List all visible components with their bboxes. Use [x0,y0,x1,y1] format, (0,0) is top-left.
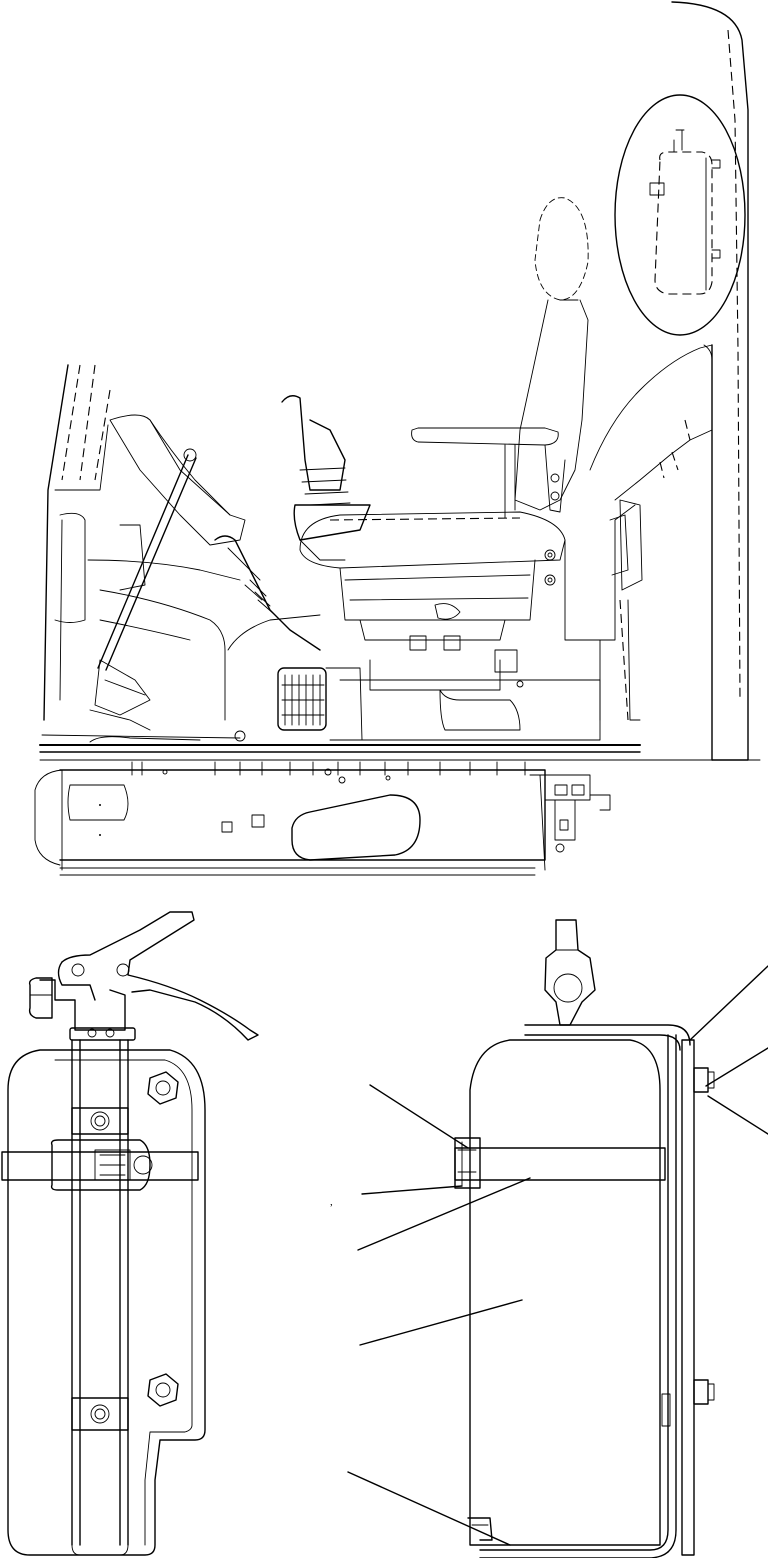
upper-strap-band [1,1151,199,1181]
side-cylinder [469,1039,661,1546]
leader-line-6 [357,1177,531,1251]
leader-line-8 [347,1471,511,1546]
stray-mark: , [330,1196,333,1208]
leader-line-3 [707,1095,768,1135]
seat-cushion [299,511,566,569]
hex-bolt-upper [147,1071,179,1105]
lower-frame [59,769,546,861]
extinguisher-cylinder [7,1049,206,1556]
seat-headrest [534,197,589,301]
floor-bolts [131,761,526,784]
leader-line-5 [361,1185,463,1195]
extinguisher-valve [39,979,126,1031]
leader-line-2 [705,1047,768,1087]
lower-strap-clamp [71,1397,129,1431]
side-bracket-frame [479,1034,669,1551]
front-pillar [43,364,69,721]
extinguisher-lever [61,911,259,1041]
side-strap-band [454,1147,666,1181]
access-hole [291,794,421,861]
leader-line-1 [689,965,768,1041]
side-valve [544,919,596,1026]
detail-bracket [654,151,713,295]
cab-rear-wall [671,1,749,761]
detail-circle [614,94,746,336]
hex-bolt-lower [147,1373,179,1407]
vent-grille [277,667,327,731]
seat-back [514,299,589,511]
callout-leader-lines [347,965,768,1546]
leader-line-7 [359,1299,523,1346]
cab-side-view [34,1,761,876]
leader-line-4 [369,1084,469,1149]
